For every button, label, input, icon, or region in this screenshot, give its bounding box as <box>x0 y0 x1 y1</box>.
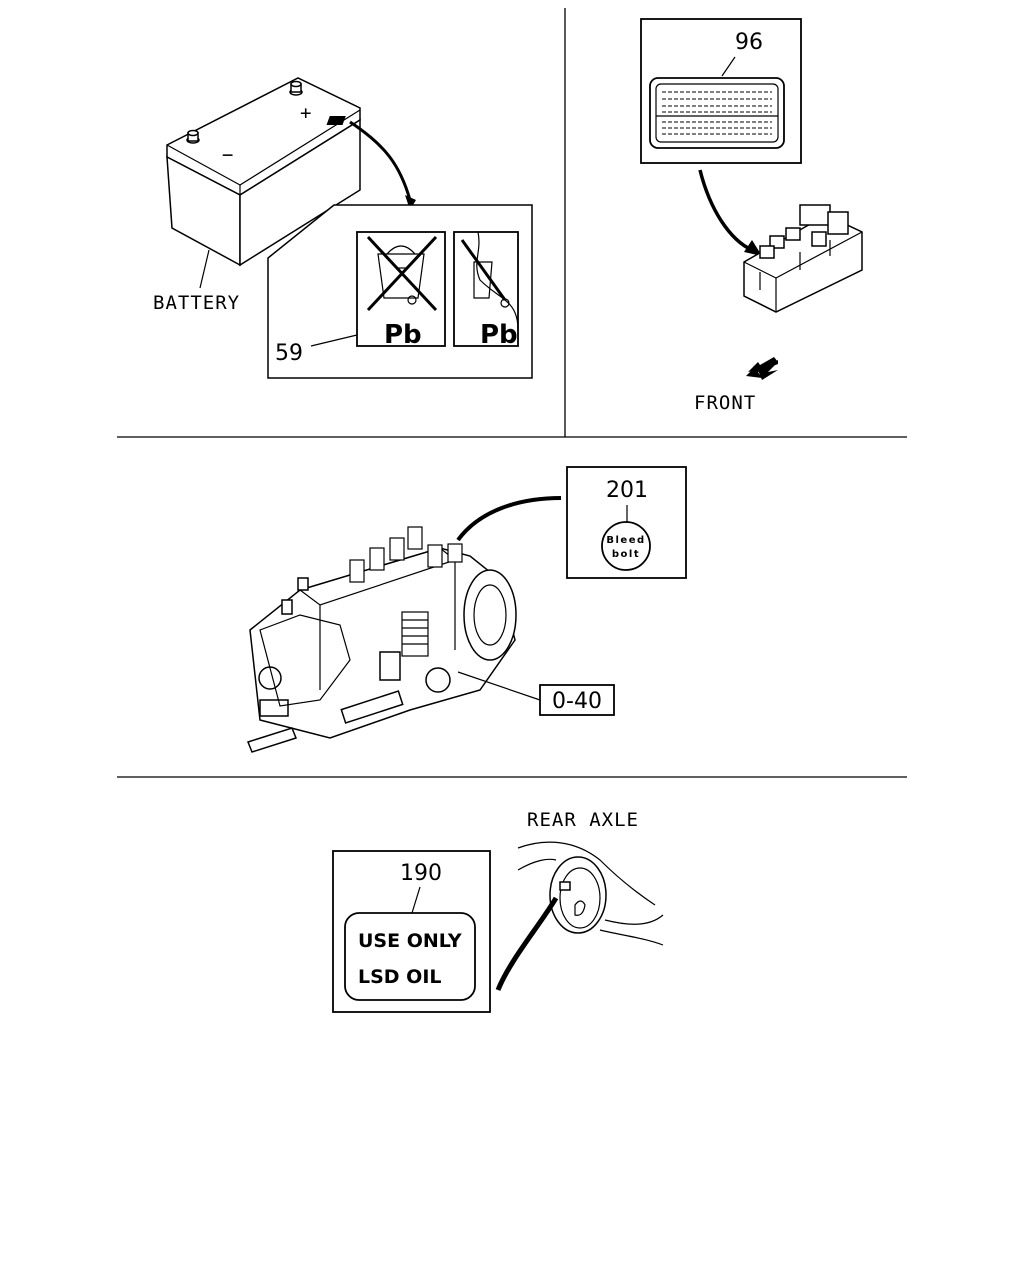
bleed-bolt-badge <box>601 521 651 571</box>
battery-plus-sign: + <box>300 102 312 124</box>
rear-axle-illustration <box>517 841 664 946</box>
injection-pump-panel: 201 Bleed bolt <box>247 466 687 753</box>
lsd-plate-line1: USE ONLY <box>358 930 462 952</box>
callout-59: 59 <box>275 341 303 366</box>
rear-axle-label: REAR AXLE <box>527 809 639 831</box>
bleed-bolt-line1: Bleed <box>606 535 645 546</box>
ref-callout-frame <box>539 684 615 716</box>
front-direction-arrow-icon <box>746 357 778 380</box>
ref-callout-0-40: 0-40 <box>552 689 602 714</box>
panel-dividers <box>117 8 907 778</box>
fuse-box-illustration <box>698 169 863 313</box>
rear-axle-panel: REAR AXLE 190 USE ONLY LSD OIL <box>332 809 664 1013</box>
battery-panel: + − BATTERY Pb Pb <box>153 77 533 379</box>
callout-96: 96 <box>735 30 763 55</box>
front-direction-label: FRONT <box>694 392 756 414</box>
battery-sticker-59: Pb Pb <box>267 204 533 379</box>
bleed-bolt-line2: bolt <box>612 549 640 560</box>
injection-pump-illustration <box>247 526 517 753</box>
recycle-bin-icon <box>366 235 438 312</box>
lsd-plate-line2: LSD OIL <box>358 966 442 988</box>
sticker-lead-symbol-right: Pb <box>480 320 518 350</box>
battery-illustration <box>166 77 416 289</box>
sticker-lead-symbol-left: Pb <box>384 320 422 350</box>
fuse-label-frame <box>640 18 802 164</box>
fuse-box-panel: 96 <box>640 18 863 414</box>
battery-minus-sign: − <box>222 144 234 166</box>
fuse-label-plate <box>649 77 785 149</box>
lsd-oil-plate <box>344 912 476 1001</box>
callout-201: 201 <box>606 478 648 503</box>
callout-190: 190 <box>400 861 442 886</box>
bleed-bolt-label-frame <box>566 466 687 579</box>
lsd-oil-label-frame <box>332 850 491 1013</box>
battery-label: BATTERY <box>153 292 240 314</box>
